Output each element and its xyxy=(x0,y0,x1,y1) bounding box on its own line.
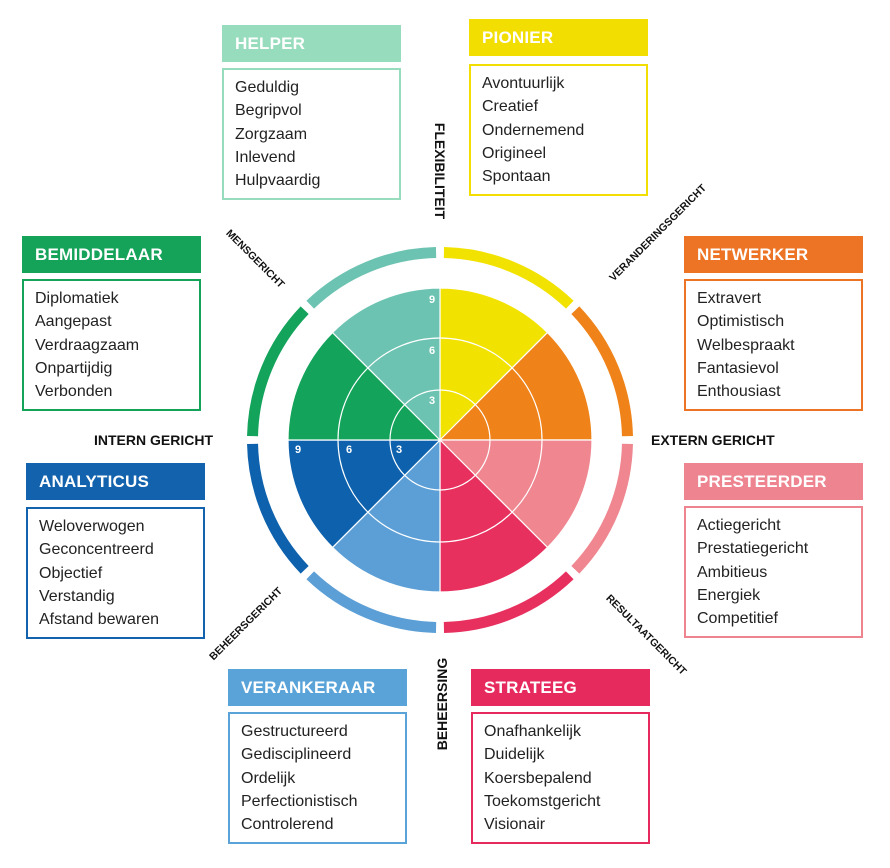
scale-label-top-9: 9 xyxy=(429,294,435,306)
trait-item: Verdraagzaam xyxy=(35,336,140,354)
role-title: STRATEEG xyxy=(471,669,650,706)
trait-item: Avontuurlijk xyxy=(482,75,565,92)
wheel-outer-ring xyxy=(247,247,633,633)
trait-item: Hulpvaardig xyxy=(235,172,321,190)
role-card-analyticus: ANALYTICUS Weloverwogen Geconcentreerd O… xyxy=(26,463,205,655)
role-card-bemiddelaar: BEMIDDELAAR Diplomatiek Aangepast Verdra… xyxy=(22,236,201,427)
role-title: PRESTEERDER xyxy=(684,463,863,500)
role-card-helper: HELPER Geduldig Begripvol Zorgzaam Inlev… xyxy=(222,25,401,216)
trait-list: Weloverwogen Geconcentreerd Objectief Ve… xyxy=(26,507,205,640)
outer-ring-segment-helper xyxy=(306,247,437,309)
trait-item: Optimistisch xyxy=(697,313,785,331)
trait-item: Duidelijk xyxy=(484,746,545,764)
scale-label-top-3: 3 xyxy=(429,395,435,407)
axis-label-left: INTERN GERICHT xyxy=(94,432,213,448)
scale-label-left-3: 3 xyxy=(396,444,402,456)
wheel-sectors xyxy=(287,287,593,593)
role-card-verankeraar: VERANKERAAR Gestructureerd Gedisciplinee… xyxy=(228,669,407,860)
role-title: ANALYTICUS xyxy=(26,463,205,500)
trait-item: Creatief xyxy=(482,98,539,116)
wheel-scale-labels: 9 6 3 9 6 3 xyxy=(295,294,435,456)
scale-label-left-9: 9 xyxy=(295,444,301,456)
trait-item: Ambitieus xyxy=(697,563,768,581)
role-title: NETWERKER xyxy=(684,236,863,273)
outer-ring-segment-analyticus xyxy=(247,443,309,574)
role-title: PIONIER xyxy=(469,19,648,56)
trait-list: Gestructureerd Gedisciplineerd Ordelijk … xyxy=(228,712,407,845)
scale-label-top-6: 6 xyxy=(429,345,435,357)
axis-label-right: EXTERN GERICHT xyxy=(651,432,775,448)
trait-item: Gestructureerd xyxy=(241,723,348,740)
trait-item: Ondernemend xyxy=(482,121,585,139)
trait-item: Gedisciplineerd xyxy=(241,746,352,764)
trait-item: Afstand bewaren xyxy=(39,611,160,629)
wheel-scale-rings xyxy=(337,337,543,543)
scale-label-left-6: 6 xyxy=(346,444,352,456)
trait-item: Onpartijdig xyxy=(35,359,113,377)
trait-list: Diplomatiek Aangepast Verdraagzaam Onpar… xyxy=(22,279,201,412)
sector-presteerder xyxy=(438,439,593,549)
outer-ring-segment-presteerder xyxy=(571,443,633,574)
outer-ring-segment-pionier xyxy=(443,247,574,309)
role-title: BEMIDDELAAR xyxy=(22,236,201,273)
trait-item: Fantasievol xyxy=(697,359,779,377)
role-card-presteerder: PRESTEERDER Actiegericht Prestatiegerich… xyxy=(684,463,863,654)
trait-item: Aangepast xyxy=(35,313,112,331)
trait-list: Onafhankelijk Duidelijk Koersbepalend To… xyxy=(471,712,650,845)
trait-item: Visionair xyxy=(484,816,546,834)
sector-strateeg xyxy=(439,438,549,593)
trait-item: Spontaan xyxy=(482,168,551,186)
trait-item: Controlerend xyxy=(241,816,334,834)
scale-ring-inner xyxy=(389,389,491,491)
trait-item: Verbonden xyxy=(35,383,113,401)
role-title: HELPER xyxy=(222,25,401,62)
trait-item: Koersbepalend xyxy=(484,769,592,787)
trait-list: Avontuurlijk Creatief Ondernemend Origin… xyxy=(469,64,648,197)
trait-list: Extravert Optimistisch Welbespraakt Fant… xyxy=(684,279,863,412)
trait-item: Diplomatiek xyxy=(35,290,119,307)
role-card-strateeg: STRATEEG Onafhankelijk Duidelijk Koersbe… xyxy=(471,669,650,860)
sector-verankeraar xyxy=(331,438,441,593)
trait-item: Weloverwogen xyxy=(39,518,145,535)
sector-pionier xyxy=(439,287,549,442)
sector-netwerker xyxy=(438,331,593,441)
axis-label-bottom: BEHEERSING xyxy=(434,657,450,751)
trait-item: Inlevend xyxy=(235,148,296,166)
role-title: VERANKERAAR xyxy=(228,669,407,706)
sector-bemiddelaar xyxy=(287,331,442,441)
trait-item: Ordelijk xyxy=(241,769,296,787)
trait-item: Actiegericht xyxy=(697,517,781,534)
scale-ring-middle xyxy=(337,337,543,543)
trait-list: Actiegericht Prestatiegericht Ambitieus … xyxy=(684,506,863,639)
role-card-netwerker: NETWERKER Extravert Optimistisch Welbesp… xyxy=(684,236,863,427)
outer-ring-segment-strateeg xyxy=(443,571,574,633)
trait-item: Begripvol xyxy=(235,102,302,120)
trait-item: Perfectionistisch xyxy=(241,792,358,810)
trait-item: Origineel xyxy=(482,144,547,162)
trait-item: Geduldig xyxy=(235,79,300,96)
trait-item: Onafhankelijk xyxy=(484,723,581,740)
trait-item: Objectief xyxy=(39,564,103,582)
trait-item: Energiek xyxy=(697,586,761,604)
sector-helper xyxy=(331,287,441,442)
outer-ring-segment-bemiddelaar xyxy=(247,306,309,437)
trait-item: Welbespraakt xyxy=(697,336,795,354)
outer-ring-segment-verankeraar xyxy=(306,571,437,633)
trait-item: Toekomstgericht xyxy=(484,792,601,810)
trait-item: Verstandig xyxy=(39,587,115,605)
trait-item: Extravert xyxy=(697,290,762,307)
trait-item: Zorgzaam xyxy=(235,125,308,143)
trait-item: Competitief xyxy=(697,610,778,628)
trait-item: Geconcentreerd xyxy=(39,541,154,559)
sector-analyticus xyxy=(287,439,442,549)
trait-item: Enthousiast xyxy=(697,383,781,401)
axis-label-top: FLEXIBILITEIT xyxy=(432,122,448,220)
outer-ring-segment-netwerker xyxy=(571,306,633,437)
role-card-pionier: PIONIER Avontuurlijk Creatief Ondernemen… xyxy=(469,19,648,212)
trait-list: Geduldig Begripvol Zorgzaam Inlevend Hul… xyxy=(222,68,401,201)
trait-item: Prestatiegericht xyxy=(697,540,809,558)
